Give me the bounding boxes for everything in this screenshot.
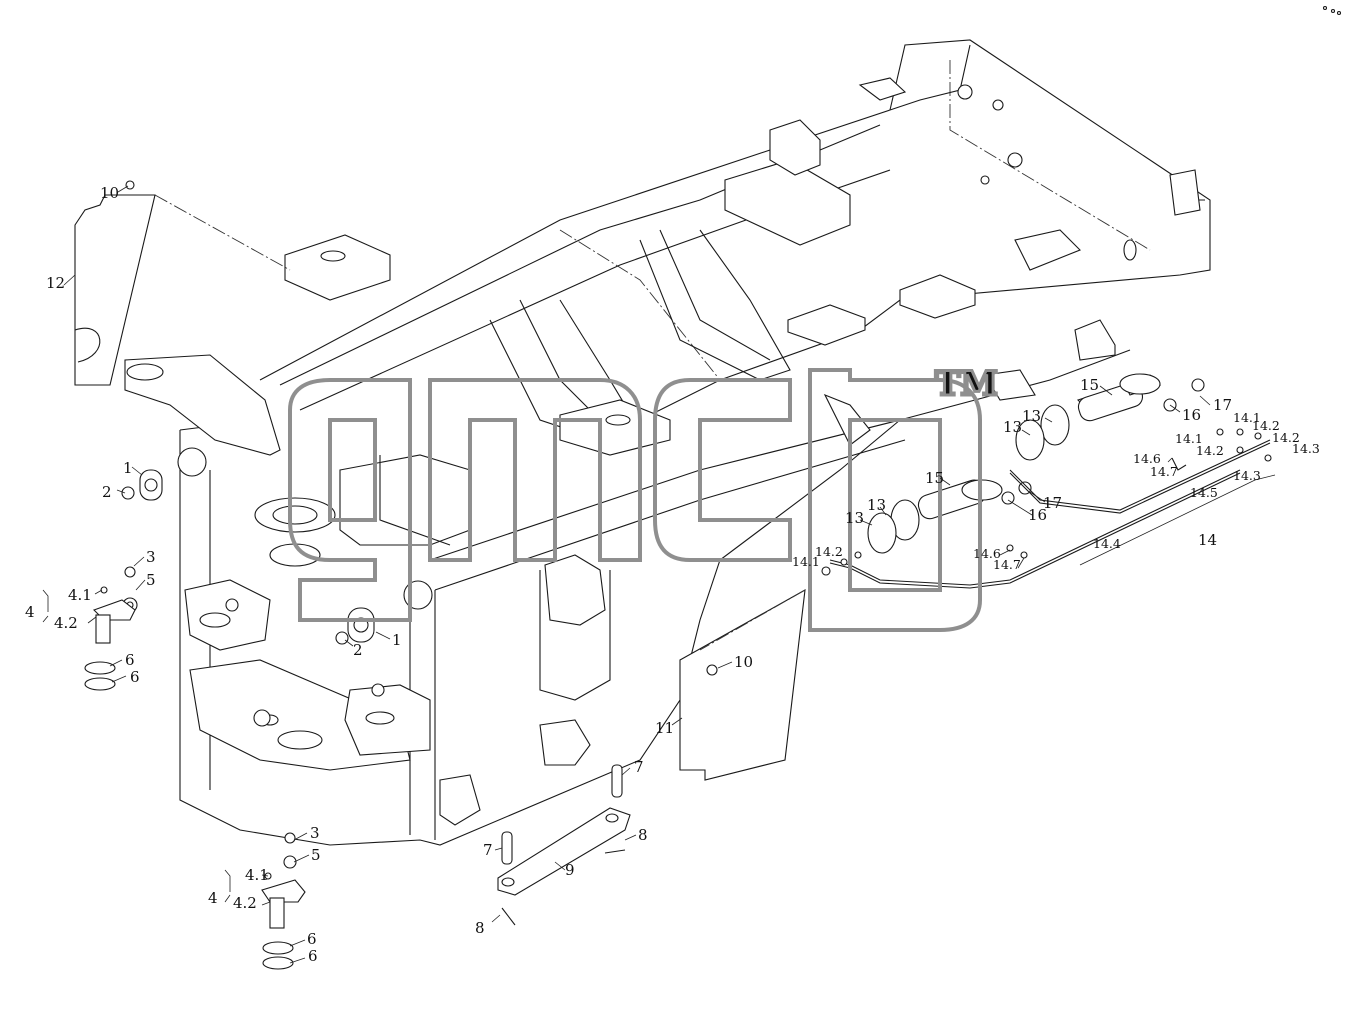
pin-assembly-lower-right <box>867 479 1032 554</box>
callout-14.2-top: 14.2 <box>1252 418 1280 433</box>
leader-lines <box>42 185 1276 964</box>
callout-14.2-mid: 14.2 <box>1196 443 1224 458</box>
callout-14.2-left-a: 14.2 <box>815 544 843 559</box>
callout-8-right: 8 <box>638 826 648 844</box>
callout-4-lower: 4 <box>208 889 218 907</box>
guard-plate-left <box>74 194 156 386</box>
callout-4-upper: 4 <box>25 603 35 621</box>
callout-12: 12 <box>46 274 65 292</box>
callout-4.1-lower: 4.1 <box>245 866 269 884</box>
link-rod-assembly <box>497 764 631 926</box>
callout-15-lower: 15 <box>925 469 944 487</box>
main-frame <box>124 39 1211 846</box>
callout-14.7-upper: 14.7 <box>1150 464 1178 479</box>
guard-plate-right <box>679 588 806 781</box>
bump-stop-lower <box>335 607 375 645</box>
callout-5-upper: 5 <box>146 571 156 589</box>
callout-1-upper: 1 <box>123 459 133 477</box>
callout-17-upper: 17 <box>1213 396 1232 414</box>
callout-9: 9 <box>565 861 575 879</box>
callout-6-lower-b: 6 <box>308 947 318 965</box>
callout-10-right: 10 <box>734 653 753 671</box>
bolt-guard-right <box>706 664 718 676</box>
bolt-guard-left <box>125 180 135 190</box>
callout-6-upper-a: 6 <box>125 651 135 669</box>
callout-16-lower: 16 <box>1028 506 1047 524</box>
hinge-pin-assembly-lower <box>261 832 306 970</box>
callout-7-left: 7 <box>483 841 493 859</box>
callout-14.6-lower: 14.6 <box>973 546 1001 561</box>
callout-16-upper: 16 <box>1182 406 1201 424</box>
callout-13-upper-b: 13 <box>1003 418 1022 436</box>
callout-14.5: 14.5 <box>1190 485 1218 500</box>
corner-mark <box>1322 5 1342 16</box>
callout-14.2-right: 14.2 <box>1272 430 1300 445</box>
hinge-pin-assembly-upper <box>84 566 138 691</box>
callout-11: 11 <box>655 719 674 737</box>
callout-14.1-mid: 14.1 <box>1175 431 1203 446</box>
callout-14.7-lower: 14.7 <box>993 557 1021 572</box>
callout-15-upper: 15 <box>1080 376 1099 394</box>
callout-labels: 10 12 1 2 3 5 4.1 4 4.2 6 6 1 2 3 5 4.1 … <box>25 184 1320 965</box>
callout-17-lower: 17 <box>1043 494 1062 512</box>
callout-14.4: 14.4 <box>1093 536 1121 551</box>
callout-10-left: 10 <box>100 184 119 202</box>
callout-3-lower: 3 <box>310 824 320 842</box>
callout-14.1-left: 14.1 <box>792 554 820 569</box>
callout-3-upper: 3 <box>146 548 156 566</box>
callout-13-upper-a: 13 <box>1022 407 1041 425</box>
watermark-tm: TM <box>935 364 998 404</box>
callout-4.1-upper: 4.1 <box>68 586 92 604</box>
callout-8-left: 8 <box>475 919 485 937</box>
callout-6-lower-a: 6 <box>307 930 317 948</box>
callout-14.3-right: 14.3 <box>1292 441 1320 456</box>
callout-14: 14 <box>1198 531 1217 549</box>
bump-stop-upper <box>121 469 163 501</box>
callout-4.2-upper: 4.2 <box>54 614 78 632</box>
callout-14.3-lower: 14.3 <box>1233 468 1261 483</box>
callout-13-lower-b: 13 <box>845 509 864 527</box>
callout-14.1-top: 14.1 <box>1233 410 1261 425</box>
callout-6-upper-b: 6 <box>130 668 140 686</box>
callout-13-lower-a: 13 <box>867 496 886 514</box>
callout-1-lower: 1 <box>392 631 402 649</box>
lube-line-assembly <box>821 428 1272 589</box>
callout-2-lower: 2 <box>353 641 363 659</box>
callout-4.2-lower: 4.2 <box>233 894 257 912</box>
pin-assembly-upper-right <box>1015 373 1205 461</box>
callout-5-lower: 5 <box>311 846 321 864</box>
watermark-logo: TM <box>288 363 999 632</box>
callout-7-right: 7 <box>634 758 644 776</box>
callout-14.6-upper: 14.6 <box>1133 451 1161 466</box>
callout-2-upper: 2 <box>102 483 112 501</box>
